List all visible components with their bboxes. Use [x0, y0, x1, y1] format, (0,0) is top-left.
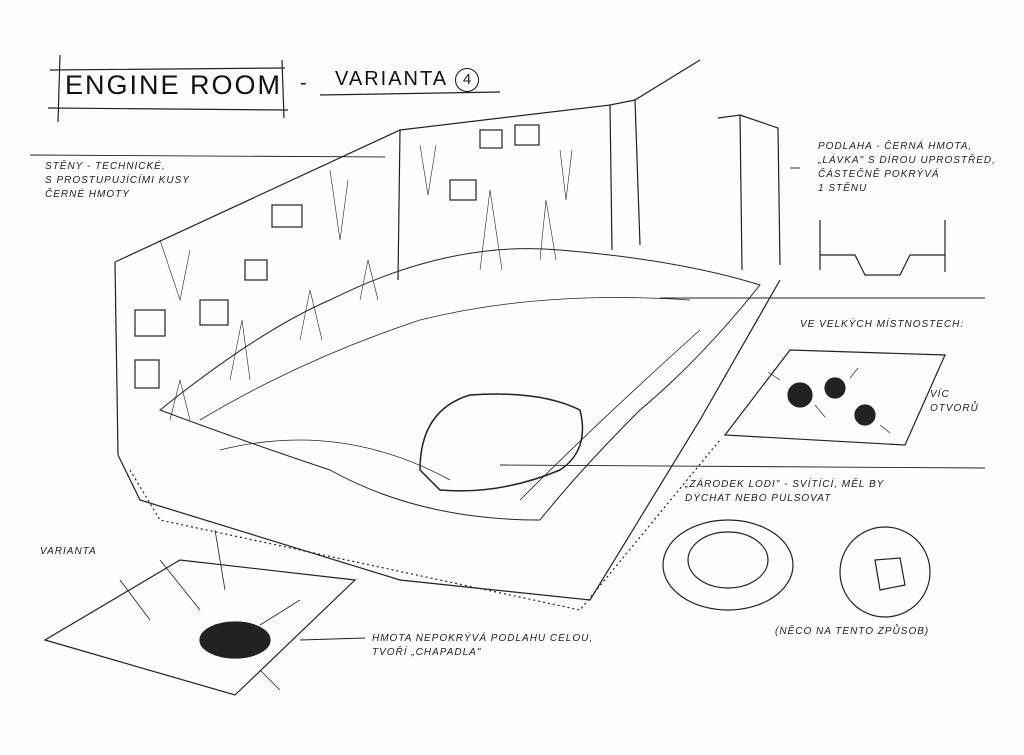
note-line: HMOTA NEPOKRÝVÁ PODLAHU CELOU,	[372, 633, 594, 644]
note-line: 1 STĚNU	[818, 183, 868, 194]
title-engine-room: ENGINE ROOM	[65, 70, 283, 100]
note-line: S PROSTUPUJÍCÍMI KUSY	[45, 175, 190, 186]
variant-floor-diagram	[43, 529, 357, 696]
large-rooms-note: VE VELKÝCH MÍSTNOSTECH:	[800, 319, 965, 330]
note-line: „LÁVKA" S DÍROU UPROSTŘED,	[818, 155, 996, 166]
floor-note: PODLAHA - ČERNÁ HMOTA, „LÁVKA" S DÍROU U…	[818, 140, 996, 196]
more-holes-note: VÍC OTVORŮ	[930, 388, 979, 416]
title-variant: VARIANTA	[335, 68, 449, 90]
note-line: ČERNÉ HMOTY	[45, 189, 130, 200]
ship-seed-variants	[662, 519, 931, 618]
large-room-floor-diagram	[723, 349, 946, 446]
room-walls	[114, 59, 781, 456]
like-this-note: (NĚCO NA TENTO ZPŮSOB)	[775, 626, 930, 637]
leader-lines	[29, 154, 986, 641]
note-line: ČÁSTEČNĚ POKRÝVÁ	[818, 169, 940, 180]
note-line: DÝCHAT NEBO PULSOVAT	[685, 493, 832, 504]
note-line: „ZÁRODEK LODI" - SVÍTÍCÍ, MĚL BY	[685, 479, 885, 490]
walls-note: STĚNY - TECHNICKÉ, S PROSTUPUJÍCÍMI KUSY…	[45, 160, 190, 202]
title-dash: -	[300, 72, 309, 94]
variant-number: 4	[455, 68, 479, 92]
ship-seed-note: „ZÁRODEK LODI" - SVÍTÍCÍ, MĚL BY DÝCHAT …	[685, 478, 884, 506]
ship-seed-shape	[419, 393, 584, 492]
note-line: PODLAHA - ČERNÁ HMOTA,	[818, 141, 973, 152]
note-line: STĚNY - TECHNICKÉ,	[45, 161, 166, 172]
variant-label: VARIANTA	[40, 546, 97, 557]
note-line: VÍC	[930, 389, 950, 400]
floor-mass	[117, 144, 781, 611]
floor-profile-diagram	[819, 220, 946, 276]
note-line: TVOŘÍ „CHAPADLA"	[372, 647, 482, 658]
note-line: OTVORŮ	[930, 403, 979, 414]
title-frame	[47, 54, 501, 123]
tentacles-note: HMOTA NEPOKRÝVÁ PODLAHU CELOU, TVOŘÍ „CH…	[372, 632, 593, 660]
